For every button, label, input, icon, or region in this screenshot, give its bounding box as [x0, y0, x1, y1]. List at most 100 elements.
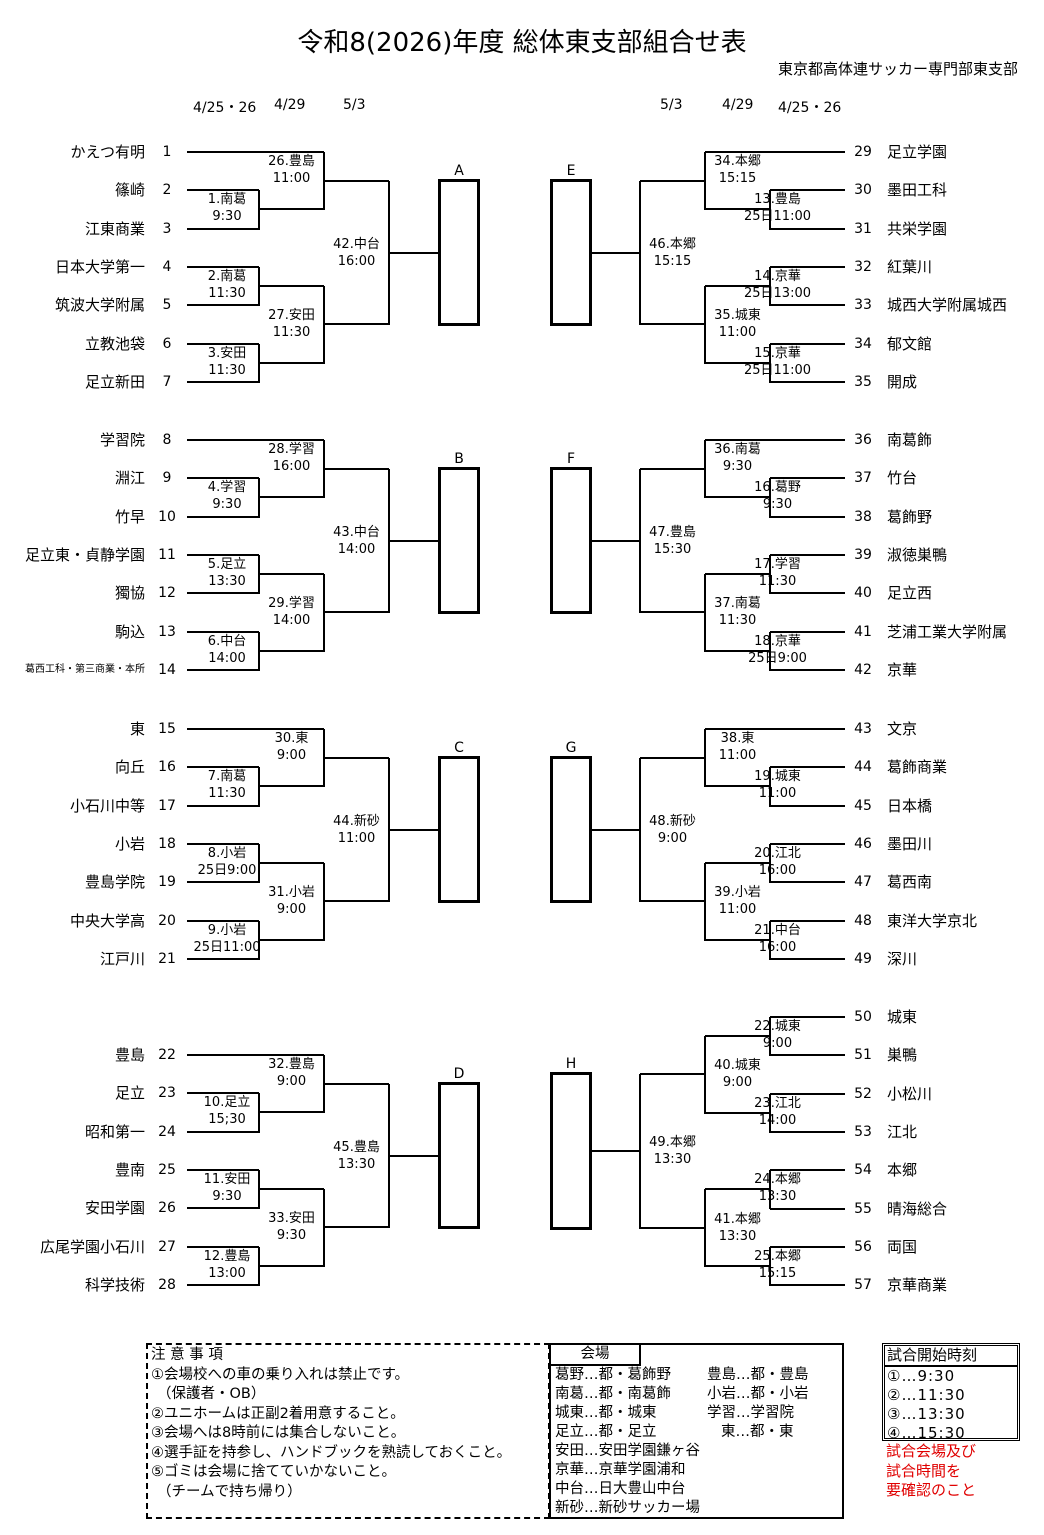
bracket-line	[640, 1073, 705, 1076]
match-time: 9:30	[276, 1228, 307, 1244]
bracket-line	[259, 208, 324, 211]
bracket-line	[770, 1245, 845, 1248]
bracket-line	[187, 728, 324, 730]
team-seed: 36	[854, 432, 872, 448]
venue-item: 中台…日大豊山中台	[555, 1481, 686, 1497]
bracket-line	[259, 285, 324, 288]
match-time: 13:30	[653, 1152, 692, 1168]
block-label: F	[566, 450, 576, 467]
bracket-line	[705, 361, 770, 364]
bracket-line	[770, 265, 845, 268]
match-number: 47.豊島	[649, 524, 696, 540]
team-seed: 32	[854, 258, 872, 275]
match-number: 21.中台	[754, 922, 801, 938]
team-seed: 42	[854, 661, 872, 678]
match-number: 38.東	[720, 731, 755, 746]
match-number: 14.京華	[754, 268, 801, 284]
team-seed: 43	[854, 721, 872, 737]
match-time: 15:15	[653, 253, 692, 269]
bracket-line	[640, 1226, 705, 1229]
team-seed: 39	[854, 546, 872, 563]
team-seed: 2	[162, 182, 172, 199]
match-number: 28.学習	[268, 442, 315, 457]
bracket-line	[704, 286, 706, 364]
bracket-line	[770, 1169, 845, 1172]
match-number: 2.南葛	[207, 268, 247, 284]
team-name: 江北	[887, 1122, 918, 1141]
team-seed: 40	[854, 585, 872, 602]
match-number: 40.城東	[714, 1058, 761, 1074]
bracket-line	[187, 1245, 259, 1248]
bracket-line	[187, 380, 259, 383]
bracket-line	[259, 573, 324, 576]
bracket-line	[324, 611, 389, 614]
bracket-line	[324, 1082, 389, 1085]
team-name: 東洋大学京北	[887, 911, 978, 930]
block-final-box	[550, 1072, 592, 1230]
team-seed: 30	[854, 182, 872, 199]
bracket-line	[704, 574, 706, 652]
bracket-line	[704, 863, 706, 941]
team-name: 巣鴨	[887, 1046, 918, 1065]
bracket-line	[704, 440, 706, 499]
bracket-line	[770, 1092, 845, 1095]
match-time: 14:00	[272, 613, 311, 629]
match-time: 14:00	[337, 541, 376, 557]
match-number: 9.小岩	[207, 922, 247, 938]
team-name: 足立西	[887, 584, 933, 603]
team-name: 京華商業	[887, 1276, 948, 1295]
bracket-line	[187, 881, 259, 884]
venue-item: 学習…学習院	[707, 1405, 794, 1421]
start-time-row: ④…15:30	[887, 1424, 966, 1442]
team-name: 向丘	[114, 758, 145, 777]
team-name: 東	[129, 720, 145, 738]
match-time: 25日11:00	[743, 362, 811, 378]
match-time: 9:00	[657, 830, 688, 846]
match-time: 14:00	[208, 650, 246, 666]
bracket-line	[187, 1130, 259, 1133]
bracket-line	[770, 189, 845, 192]
bracket-line	[770, 957, 845, 960]
start-times-box: 試合開始時刻 ①…9:30 ②…11:30 ③…13:30 ④…15:30	[882, 1343, 1020, 1442]
bracket-line	[705, 439, 845, 441]
team-name: 豊南	[114, 1160, 145, 1179]
team-name: 足立学園	[887, 143, 948, 161]
match-number: 35.城東	[714, 308, 761, 324]
team-name: 筑波大学附属	[54, 296, 145, 315]
team-name: 京華	[887, 660, 918, 679]
match-number: 7.南葛	[207, 769, 247, 785]
team-seed: 17	[158, 797, 176, 814]
bracket-line	[769, 190, 771, 230]
team-seed: 47	[854, 874, 872, 891]
block-label: B	[454, 450, 464, 467]
match-number: 31.小岩	[268, 885, 315, 901]
team-seed: 12	[158, 585, 176, 602]
team-name: 芝浦工業大学附属	[887, 622, 1008, 641]
team-name: 足立東・貞静学園	[24, 545, 145, 564]
team-name: 駒込	[114, 622, 145, 641]
team-seed: 21	[158, 950, 176, 967]
match-number: 37.南葛	[714, 596, 761, 612]
match-number: 10.足立	[203, 1095, 251, 1111]
team-seed: 35	[854, 373, 872, 390]
team-name: 篠崎	[114, 181, 145, 200]
team-name: 江東商業	[84, 219, 145, 238]
bracket-line	[705, 1035, 770, 1038]
match-number: 16.葛野	[754, 480, 801, 496]
venue-item: 足立…都・足立	[555, 1424, 657, 1440]
block-final-box	[550, 178, 592, 327]
bracket-line	[770, 515, 845, 518]
team-name: 昭和第一	[84, 1122, 145, 1141]
bracket-line	[770, 1016, 845, 1018]
bracket-line	[704, 1189, 706, 1267]
bracket-line	[770, 881, 845, 884]
bracket-line	[705, 496, 770, 499]
team-seed: 18	[158, 835, 176, 852]
venue-item: 安田…安田学園鎌ヶ谷	[555, 1443, 700, 1459]
bracket-line	[324, 900, 389, 903]
bracket-line	[592, 1150, 640, 1153]
match-number: 15.京華	[754, 345, 801, 361]
match-number: 13.豊島	[754, 192, 801, 208]
bracket-line	[187, 304, 259, 307]
team-name: 葛飾商業	[887, 758, 948, 777]
